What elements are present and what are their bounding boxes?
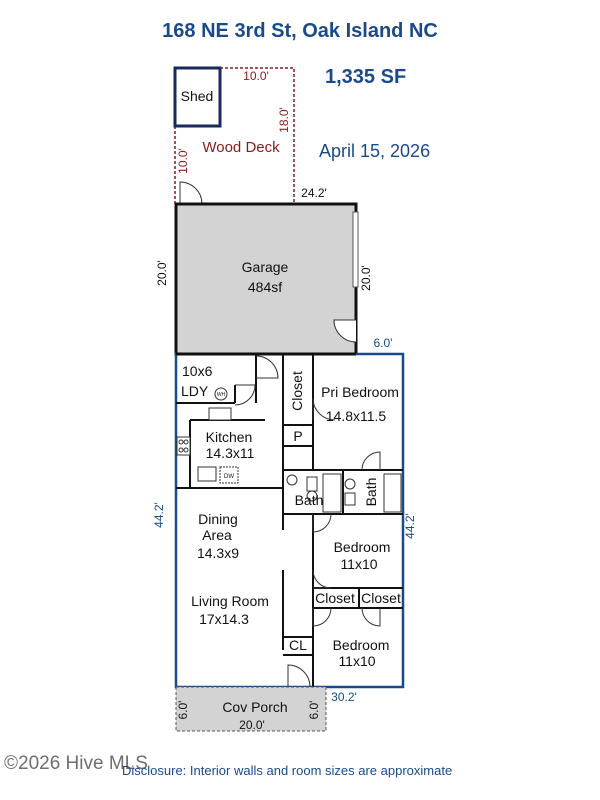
interior-walls xyxy=(176,354,403,687)
dim-garage-left: 20.0' xyxy=(155,260,169,286)
bathtub-icon-2 xyxy=(383,473,402,513)
wood-deck-label: Wood Deck xyxy=(202,139,280,156)
dining-size-label: 14.3x9 xyxy=(197,545,239,561)
dim-shed-width: 10.0' xyxy=(243,69,269,83)
dim-house-left: 44.2' xyxy=(152,502,166,528)
living-room-label: Living Room xyxy=(191,593,269,609)
dining-label-1: Dining xyxy=(198,511,238,527)
dim-house-width: 30.2' xyxy=(331,690,357,704)
bedroom-3-size-label: 11x10 xyxy=(338,653,375,669)
pri-bedroom-label: Pri Bedroom xyxy=(321,384,399,400)
dim-porch-left: 6.0' xyxy=(176,701,190,720)
dw-label: DW xyxy=(224,474,234,480)
shed xyxy=(173,66,222,128)
page-title: 168 NE 3rd St, Oak Island NC xyxy=(162,20,438,42)
bedroom-2-label: Bedroom xyxy=(334,539,391,555)
garage xyxy=(174,202,359,356)
refrigerator-icon xyxy=(208,407,232,421)
stove-icon xyxy=(176,436,191,456)
sink-icon-2 xyxy=(286,474,298,486)
toilet-icon xyxy=(306,476,318,492)
kitchen-size-label: 14.3x11 xyxy=(206,445,255,461)
square-footage: 1,335 SF xyxy=(325,66,407,88)
bedroom-2-size-label: 11x10 xyxy=(340,556,377,572)
sink-icon xyxy=(197,466,217,482)
laundry-label: LDY xyxy=(181,383,209,399)
bathtub-icon-1 xyxy=(322,473,342,513)
dim-house-offset: 6.0' xyxy=(374,336,393,350)
dining-label-2: Area xyxy=(202,527,232,543)
dishwasher-icon xyxy=(219,466,239,484)
fixtures xyxy=(176,387,402,513)
dim-garage-right: 20.0' xyxy=(359,265,373,291)
bath-1-label: Bath xyxy=(295,492,324,508)
living-room-size-label: 17x14.3 xyxy=(199,611,249,627)
garage-label: Garage xyxy=(242,259,289,275)
wh-label: WH xyxy=(217,392,226,398)
laundry-size-label: 10x6 xyxy=(182,363,213,379)
door-swings xyxy=(234,355,381,688)
dim-house-right: 44.2' xyxy=(403,513,417,539)
pri-closet-label: Closet xyxy=(289,371,305,411)
plan-date: April 15, 2026 xyxy=(319,141,431,161)
disclosure-text: Disclosure: Interior walls and room size… xyxy=(122,763,453,778)
pantry-label: P xyxy=(293,428,302,444)
dim-porch-right: 6.0' xyxy=(307,701,321,720)
dim-deck-side: 10.0' xyxy=(176,148,190,174)
dim-porch-width: 20.0' xyxy=(239,718,265,732)
closet-3-label: Closet xyxy=(361,590,401,606)
garage-area-label: 484sf xyxy=(248,279,282,295)
dim-deck-depth: 18.0' xyxy=(277,107,291,133)
bath-2-label: Bath xyxy=(363,478,379,507)
cov-porch-label: Cov Porch xyxy=(222,699,287,715)
kitchen-label: Kitchen xyxy=(206,429,253,445)
closet-2-label: Closet xyxy=(315,590,355,606)
bedroom-3-label: Bedroom xyxy=(333,637,390,653)
cl-label: CL xyxy=(289,637,307,653)
covered-porch xyxy=(175,686,327,732)
pri-bedroom-size-label: 14.8x11.5 xyxy=(326,408,387,424)
toilet-icon-2 xyxy=(344,492,356,506)
water-heater-icon xyxy=(214,387,228,401)
wood-deck xyxy=(174,67,295,205)
dim-deck-width: 24.2' xyxy=(301,186,327,200)
shed-label: Shed xyxy=(181,88,214,104)
mls-watermark: ©2026 Hive MLS xyxy=(4,753,148,774)
